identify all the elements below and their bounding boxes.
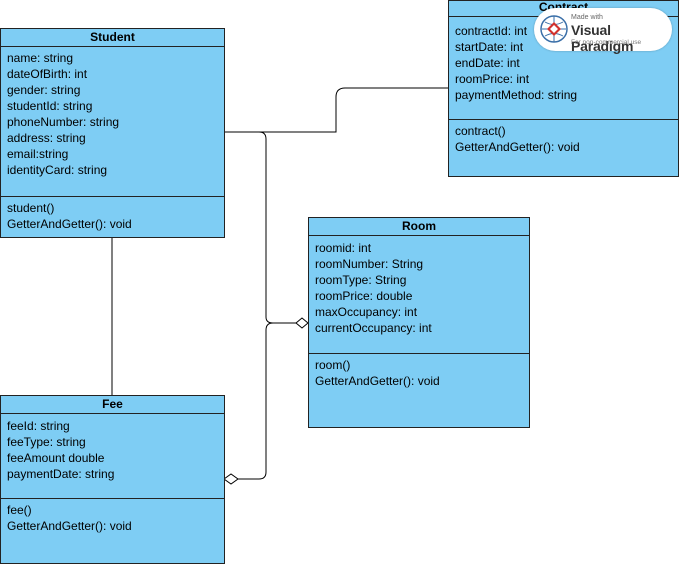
attribute: studentId: string bbox=[7, 99, 93, 113]
visual-paradigm-logo-icon bbox=[540, 15, 568, 43]
operation: room() bbox=[315, 358, 351, 372]
operations-compartment: room() GetterAndGetter(): void bbox=[309, 354, 529, 389]
attributes-compartment: feeId: string feeType: string feeAmount … bbox=[1, 414, 224, 499]
attribute: feeAmount double bbox=[7, 451, 105, 465]
fee-aggregation-diamond bbox=[223, 473, 239, 485]
attribute: roomid: int bbox=[315, 241, 372, 255]
fee-room-aggregation bbox=[238, 322, 296, 480]
attribute: dateOfBirth: int bbox=[7, 67, 88, 81]
operations-compartment: student() GetterAndGetter(): void bbox=[1, 197, 224, 232]
attribute: feeId: string bbox=[7, 419, 70, 433]
watermark-subtitle: For non-commercial use bbox=[571, 39, 642, 46]
class-name: Room bbox=[309, 218, 529, 236]
attribute: email:string bbox=[7, 147, 69, 161]
room-aggregation-diamond bbox=[295, 317, 309, 329]
student-class[interactable]: Student name: string dateOfBirth: int ge… bbox=[0, 28, 225, 238]
attribute: feeType: string bbox=[7, 435, 86, 449]
attribute: roomPrice: double bbox=[315, 289, 413, 303]
watermark-made-with: Made with bbox=[571, 14, 603, 21]
watermark-brand: Visual Paradigm bbox=[571, 22, 634, 54]
attribute: identityCard: string bbox=[7, 163, 108, 177]
attribute: address: string bbox=[7, 131, 86, 145]
attribute: roomType: String bbox=[315, 273, 407, 287]
class-name: Student bbox=[1, 29, 224, 47]
attributes-compartment: name: string dateOfBirth: int gender: st… bbox=[1, 47, 224, 197]
attribute: name: string bbox=[7, 51, 74, 65]
operation: GetterAndGetter(): void bbox=[455, 140, 580, 154]
attributes-compartment: roomid: int roomNumber: String roomType:… bbox=[309, 236, 529, 354]
operations-compartment: contract() GetterAndGetter(): void bbox=[449, 120, 678, 155]
attribute: startDate: int bbox=[455, 40, 524, 54]
operation: student() bbox=[7, 201, 55, 215]
class-name: Fee bbox=[1, 396, 224, 414]
attribute: contractId: int bbox=[455, 24, 528, 38]
attributes-compartment: contractId: int startDate: int endDate: … bbox=[449, 17, 678, 120]
room-class[interactable]: Room roomid: int roomNumber: String room… bbox=[308, 217, 530, 428]
fee-class[interactable]: Fee feeId: string feeType: string feeAmo… bbox=[0, 395, 225, 564]
attribute: paymentDate: string bbox=[7, 467, 115, 481]
attribute: endDate: int bbox=[455, 56, 520, 70]
attribute: roomNumber: String bbox=[315, 257, 424, 271]
attribute: currentOccupancy: int bbox=[315, 321, 432, 335]
operation: fee() bbox=[7, 503, 32, 517]
student-room-aggregation bbox=[224, 131, 296, 324]
operation: contract() bbox=[455, 124, 506, 138]
operation: GetterAndGetter(): void bbox=[7, 519, 132, 533]
attribute: gender: string bbox=[7, 83, 81, 97]
attribute: phoneNumber: string bbox=[7, 115, 120, 129]
visual-paradigm-watermark: Made with Visual Paradigm For non-commer… bbox=[534, 8, 672, 54]
attribute: roomPrice: int bbox=[455, 72, 530, 86]
attribute: paymentMethod: string bbox=[455, 88, 578, 102]
student-contract-association bbox=[224, 87, 448, 133]
operation: GetterAndGetter(): void bbox=[7, 217, 132, 231]
operation: GetterAndGetter(): void bbox=[315, 374, 440, 388]
attribute: maxOccupancy: int bbox=[315, 305, 418, 319]
operations-compartment: fee() GetterAndGetter(): void bbox=[1, 499, 224, 534]
